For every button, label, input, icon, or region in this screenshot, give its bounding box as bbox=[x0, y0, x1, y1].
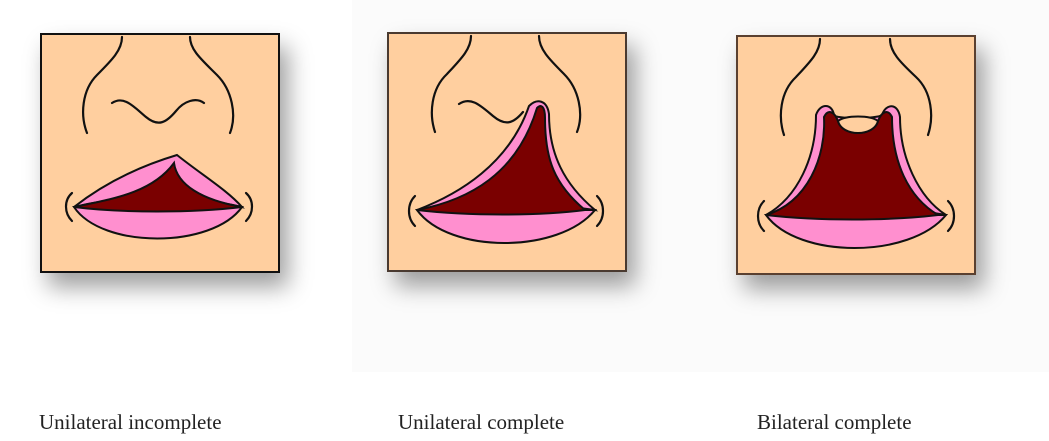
nose-left-outline bbox=[432, 36, 471, 132]
unilateral-incomplete-drawing bbox=[42, 35, 278, 271]
mouth-corner-left bbox=[409, 196, 415, 226]
caption-unilateral-incomplete: Unilateral incomplete bbox=[39, 410, 222, 435]
nostril-line bbox=[459, 101, 523, 122]
nose-left-outline bbox=[781, 39, 820, 135]
bilateral-complete-drawing bbox=[738, 37, 974, 273]
nostril-line bbox=[112, 100, 204, 122]
bilateral-complete-illustration bbox=[736, 35, 976, 275]
mouth-corner-right bbox=[597, 196, 603, 226]
nose-right-outline bbox=[190, 37, 233, 133]
nose-left-outline bbox=[83, 37, 122, 133]
mouth-corner-left bbox=[66, 193, 72, 221]
caption-bilateral-complete: Bilateral complete bbox=[757, 410, 912, 435]
unilateral-complete-drawing bbox=[389, 34, 625, 270]
mouth-corner-right bbox=[948, 201, 954, 231]
caption-unilateral-complete: Unilateral complete bbox=[398, 410, 564, 435]
mouth-corner-left bbox=[758, 201, 764, 231]
unilateral-complete-illustration bbox=[387, 32, 627, 272]
unilateral-incomplete-illustration bbox=[40, 33, 280, 273]
mouth-corner-right bbox=[246, 193, 252, 221]
